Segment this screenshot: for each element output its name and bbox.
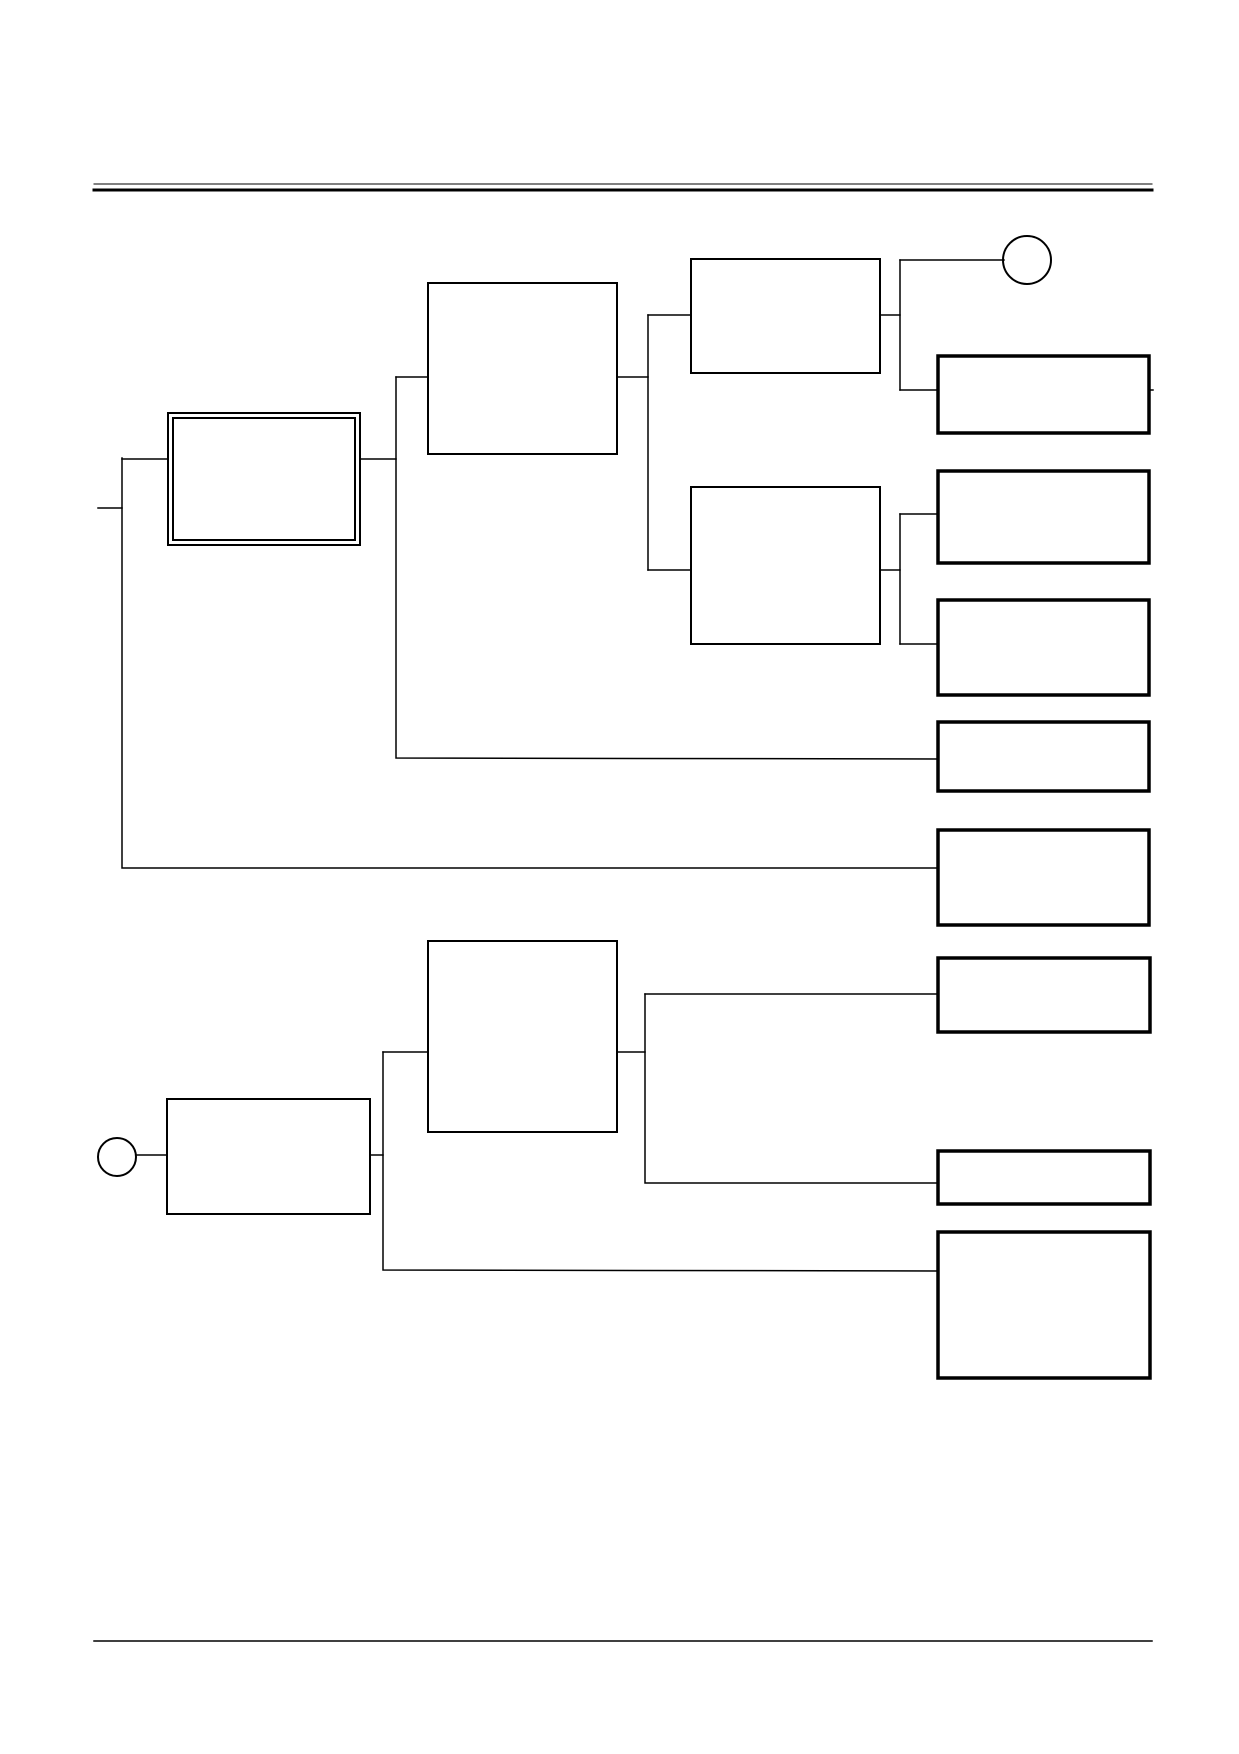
root-box: [167, 412, 361, 546]
bottom-level2-box: [427, 940, 618, 1133]
top-tree: [97, 235, 1154, 927]
connector-circle-top: [1002, 235, 1052, 285]
bottom-leaf-box-3: [936, 1230, 1152, 1380]
leaf-box-3: [936, 598, 1151, 697]
bottom-tree: [97, 940, 1152, 1380]
leaf-box-2: [936, 469, 1151, 565]
leaf-box-4: [936, 720, 1151, 793]
level3-box-upper: [690, 258, 881, 374]
level2-branch: [395, 376, 939, 760]
bottom-leaf-box-2: [936, 1149, 1152, 1206]
trunk-line: [121, 457, 939, 869]
leaf-box-1: [936, 354, 1151, 435]
leaf-box-5: [936, 828, 1151, 927]
bottom-leaf-box-1: [936, 956, 1152, 1034]
level3-box-lower: [690, 486, 881, 645]
header-rule: [92, 183, 1154, 192]
connector-circle-bottom: [97, 1137, 137, 1177]
bottom-root-box: [166, 1098, 371, 1215]
level2-box: [427, 282, 618, 455]
